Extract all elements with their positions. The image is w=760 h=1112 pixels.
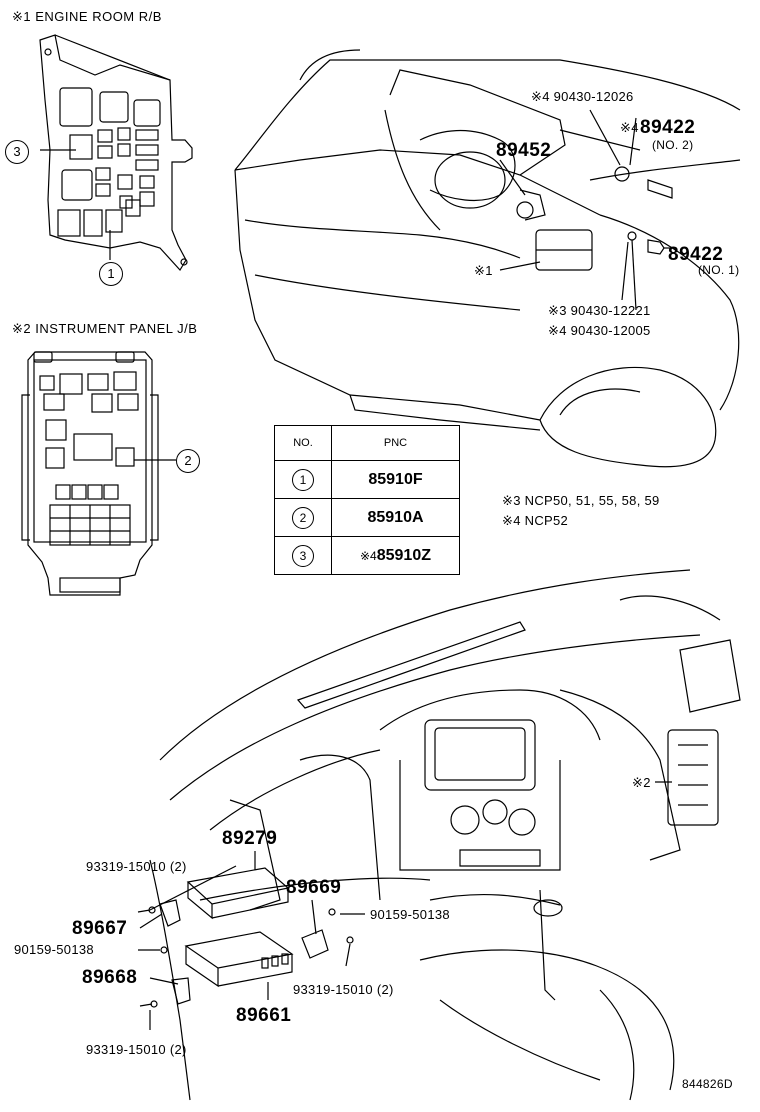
pnc-table-row: 2 85910A [274,498,460,537]
pnc-row-code: 85910A [367,508,424,526]
pnc-row-prefix: ※4 [360,548,377,563]
part-label-93319-15010-a: 93319-15010 (2) [86,859,187,874]
pnc-table: NO. PNC 1 85910F 2 85910A 3 ※485910Z [274,425,460,575]
engine-room-relay-block [39,34,193,272]
pnc-table-header: NO. PNC [274,425,460,461]
instrument-panel-jb-title: ※2 INSTRUMENT PANEL J/B [12,321,198,336]
dashboard-illustration [137,569,741,1101]
note-ncp50-series: ※3 NCP50, 51, 55, 58, 59 [502,493,660,508]
pnc-table-row: 1 85910F [274,460,460,499]
figure-code: 844826D [682,1077,733,1091]
pnc-row-no: 3 [292,544,314,567]
part-label-89667: 89667 [72,918,128,939]
pnc-header-pnc: PNC [331,425,460,461]
part-label-89668: 89668 [82,967,138,988]
part-label-89422-no2-prefix: ※4 [620,120,639,135]
pnc-row-code: 85910Z [376,546,431,564]
part-label-90430-12221: ※3 90430-12221 [548,303,651,318]
part-label-93319-15010-c: 93319-15010 (2) [86,1042,187,1057]
part-label-90430-12026: ※4 90430-12026 [531,89,634,104]
pnc-header-no: NO. [274,425,332,461]
part-label-89422-no2: 89422 [640,117,696,138]
part-label-89661: 89661 [236,1005,292,1026]
part-label-90159-50138-b: 90159-50138 [370,907,450,922]
engine-compartment-illustration [234,49,741,468]
engine-room-rb-title: ※1 ENGINE ROOM R/B [12,9,162,24]
pnc-row-no: 2 [292,506,314,529]
part-label-89669: 89669 [286,877,342,898]
part-label-x2: ※2 [632,775,651,790]
part-label-x1: ※1 [474,263,493,278]
part-label-89422-no1: 89422 [668,244,724,265]
part-label-89452: 89452 [496,140,552,161]
part-label-89422-no1-sub: (NO. 1) [698,263,740,277]
callout-2: 2 [176,449,200,473]
note-ncp52: ※4 NCP52 [502,513,569,528]
callout-3: 3 [5,140,29,164]
pnc-row-code: 85910F [368,470,423,488]
pnc-table-row: 3 ※485910Z [274,536,460,575]
callout-1: 1 [99,262,123,286]
part-label-89279: 89279 [222,828,278,849]
part-label-90159-50138-a: 90159-50138 [14,942,94,957]
part-label-90430-12005: ※4 90430-12005 [548,323,651,338]
pnc-row-no: 1 [292,468,314,491]
part-label-93319-15010-b: 93319-15010 (2) [293,982,394,997]
part-label-89422-no2-sub: (NO. 2) [652,138,694,152]
instrument-panel-junction-block [21,351,176,596]
